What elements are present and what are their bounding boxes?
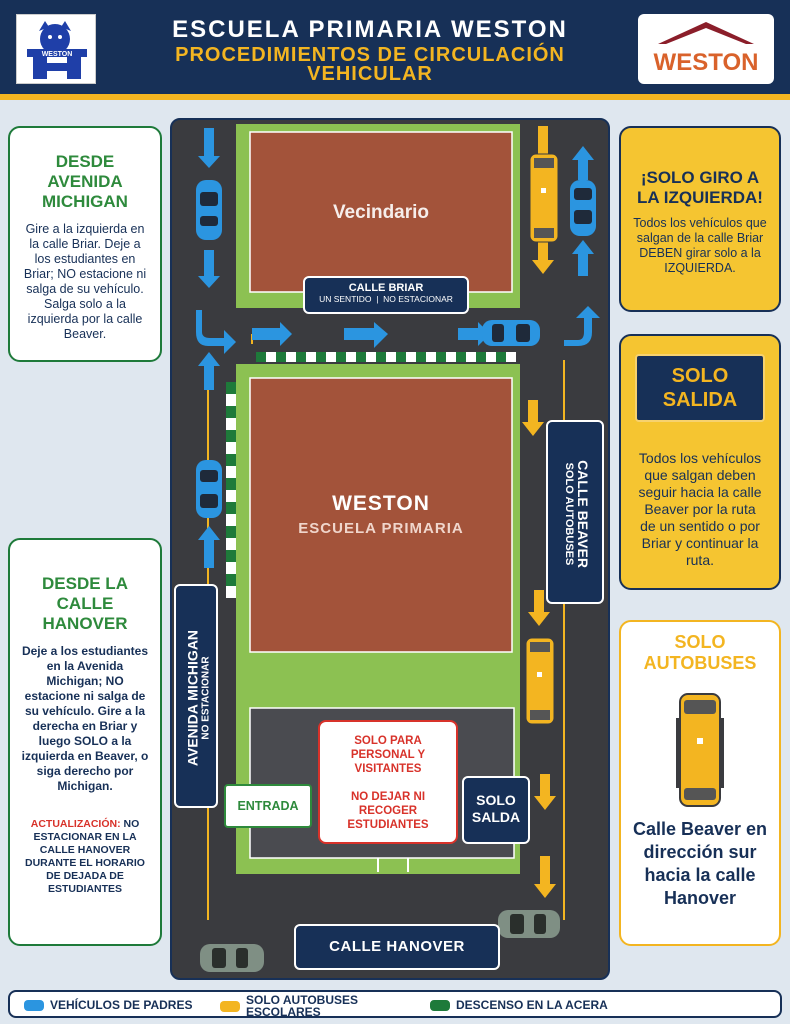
- subtitle-line-2: VEHICULAR: [307, 63, 433, 85]
- legend-parents-label: VEHÍCULOS DE PADRES: [50, 998, 193, 1012]
- exit-only-badge: SOLO SALIDA: [635, 354, 765, 422]
- card-title: DESDE LA CALLE HANOVER: [42, 574, 128, 633]
- entrance-label: ENTRADA: [224, 784, 312, 828]
- parking-notice: SOLO PARA PERSONAL Y VISITANTES NO DEJAR…: [318, 720, 458, 844]
- bus-route-arrows: [522, 126, 556, 898]
- svg-text:WESTON: WESTON: [42, 51, 73, 58]
- hanover-title: CALLE HANOVER: [329, 938, 465, 955]
- parking-note-staff: SOLO PARA PERSONAL Y VISITANTES: [350, 735, 426, 775]
- card-buses-only: SOLO AUTOBUSES Calle Beaver en dirección…: [619, 620, 781, 946]
- card-body: Gire a la izquierda en la calle Briar. D…: [23, 222, 147, 341]
- card-left-turn-only: ¡SOLO GIRO A LA IZQUIERDA! Todos los veh…: [619, 126, 781, 312]
- briar-title: CALLE BRIAR: [348, 282, 424, 294]
- briar-street-sign: CALLE BRIAR UN SENTIDO | NO ESTACIONAR: [303, 276, 469, 314]
- parking-note-no-dropoff: NO DEJAR NI RECOGER ESTUDIANTES: [347, 791, 429, 831]
- michigan-street-sign: AVENIDA MICHIGAN NO ESTACIONAR: [174, 584, 218, 808]
- legend-buses: SOLO AUTOBUSES ESCOLARES: [220, 994, 370, 1018]
- weston-house-logo: WESTON: [638, 14, 774, 84]
- parent-car-michigan: [196, 460, 222, 518]
- michigan-sub: NO ESTACIONAR: [200, 656, 212, 740]
- briar-sub: UN SENTIDO | NO ESTACIONAR: [319, 294, 453, 304]
- exit-text: SOLO SALDA: [471, 792, 521, 825]
- legend-curb: DESCENSO EN LA ACERA: [430, 999, 608, 1011]
- exit-only-sign: SOLO SALDA: [462, 776, 530, 844]
- neighborhood-label: Vecindario: [332, 202, 430, 223]
- hanover-street-sign: CALLE HANOVER: [294, 924, 500, 970]
- update-note: ACTUALIZACIÓN: NO ESTACIONAR EN LA CALLE…: [20, 818, 150, 896]
- buses-swatch: [220, 1000, 240, 1012]
- curb-dropoff-left: [226, 382, 236, 598]
- card-body: Todos los vehículos que salgan de la cal…: [633, 216, 767, 275]
- card-body: Deje a los estudiantes en la Avenida Mic…: [21, 644, 149, 793]
- curb-swatch: [430, 999, 450, 1011]
- svg-text:WESTON: WESTON: [654, 49, 759, 76]
- card-title: SOLO AUTOBUSES: [643, 632, 757, 673]
- beaver-sub: SOLO AUTOBUSES: [563, 462, 575, 566]
- school-subtitle: ESCUELA PRIMARIA: [298, 520, 464, 537]
- beaver-street-sign: CALLE BEAVER SOLO AUTOBUSES: [546, 420, 604, 604]
- michigan-title: AVENIDA MICHIGAN: [184, 629, 201, 767]
- card-from-hanover: DESDE LA CALLE HANOVER Deje a los estudi…: [8, 538, 162, 946]
- card-title: ¡SOLO GIRO A LA IZQUIERDA!: [637, 168, 763, 207]
- page-subtitle: PROCEDIMIENTOS DE CIRCULACIÓN VEHICULAR: [120, 44, 620, 85]
- school-bus-top: [529, 153, 559, 243]
- legend-curb-label: DESCENSO EN LA ACERA: [456, 998, 608, 1012]
- beaver-title: CALLE BEAVER: [575, 460, 591, 568]
- car-hanover-left: [200, 944, 264, 972]
- card-title: DESDE AVENIDA MICHIGAN: [42, 152, 128, 211]
- card-body: Todos los vehículos que salgan deben seg…: [638, 450, 762, 568]
- subtitle-line-1: PROCEDIMIENTOS DE CIRCULACIÓN: [175, 44, 565, 66]
- card-from-michigan: DESDE AVENIDA MICHIGAN Gire a la izquier…: [8, 126, 162, 362]
- legend-buses-label: SOLO AUTOBUSES ESCOLARES: [246, 993, 359, 1019]
- school-name: WESTON: [332, 492, 430, 515]
- update-body: NO ESTACIONAR EN LA CALLE HANOVER DURANT…: [25, 818, 145, 895]
- parent-car-right: [570, 180, 596, 236]
- header: WESTON ESCUELA PRIMARIA WESTON PROCEDIMI…: [0, 0, 790, 100]
- parents-swatch: [24, 999, 44, 1011]
- car-hanover-right: [498, 910, 560, 938]
- page-title: ESCUELA PRIMARIA WESTON: [172, 16, 568, 43]
- legend-parents: VEHÍCULOS DE PADRES: [24, 999, 192, 1011]
- parent-route-arrows: [196, 128, 600, 568]
- school-bus-beaver: [525, 637, 555, 725]
- bus-icon: [676, 693, 724, 807]
- update-label: ACTUALIZACIÓN:: [30, 818, 121, 830]
- legend: VEHÍCULOS DE PADRES SOLO AUTOBUSES ESCOL…: [8, 990, 782, 1018]
- parent-car-top-left: [196, 180, 222, 240]
- weston-crest-logo: WESTON: [16, 14, 96, 84]
- card-body: Calle Beaver en dirección sur hacia la c…: [632, 819, 768, 908]
- exit-only-badge-text: SOLO SALIDA: [662, 365, 738, 411]
- parent-car-briar: [482, 320, 540, 346]
- card-exit-only: SOLO SALIDA Todos los vehículos que salg…: [619, 334, 781, 590]
- curb-dropoff-top: [256, 352, 516, 362]
- traffic-map: Vecindario CALLE BRIAR UN SENTIDO | NO E…: [170, 118, 610, 980]
